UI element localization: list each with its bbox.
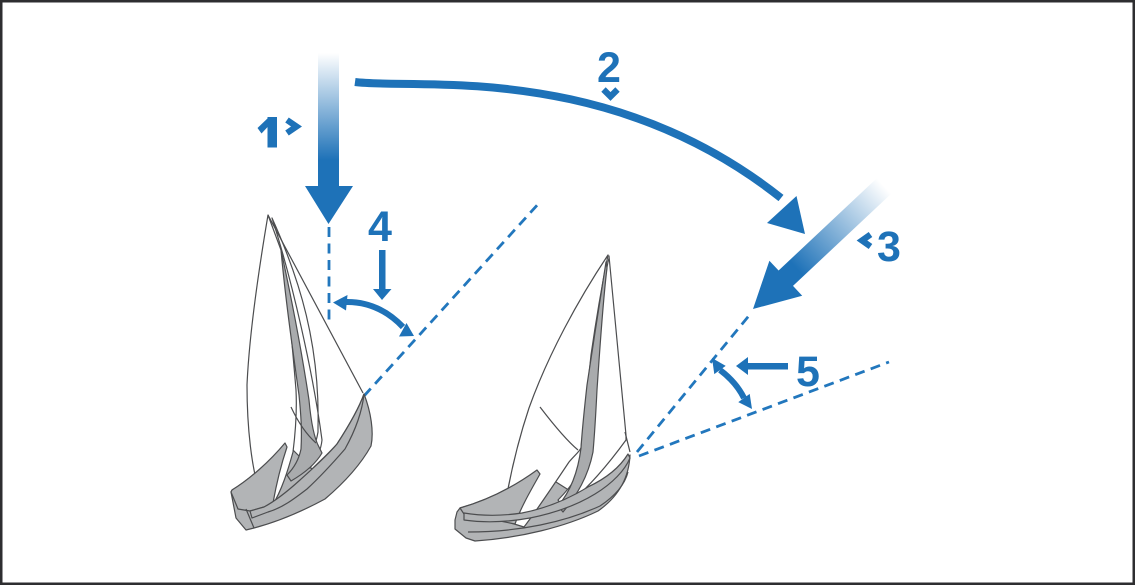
svg-text:5: 5 bbox=[796, 348, 820, 396]
svg-text:4: 4 bbox=[368, 203, 392, 251]
svg-text:3: 3 bbox=[877, 223, 901, 271]
svg-text:2: 2 bbox=[597, 44, 621, 92]
